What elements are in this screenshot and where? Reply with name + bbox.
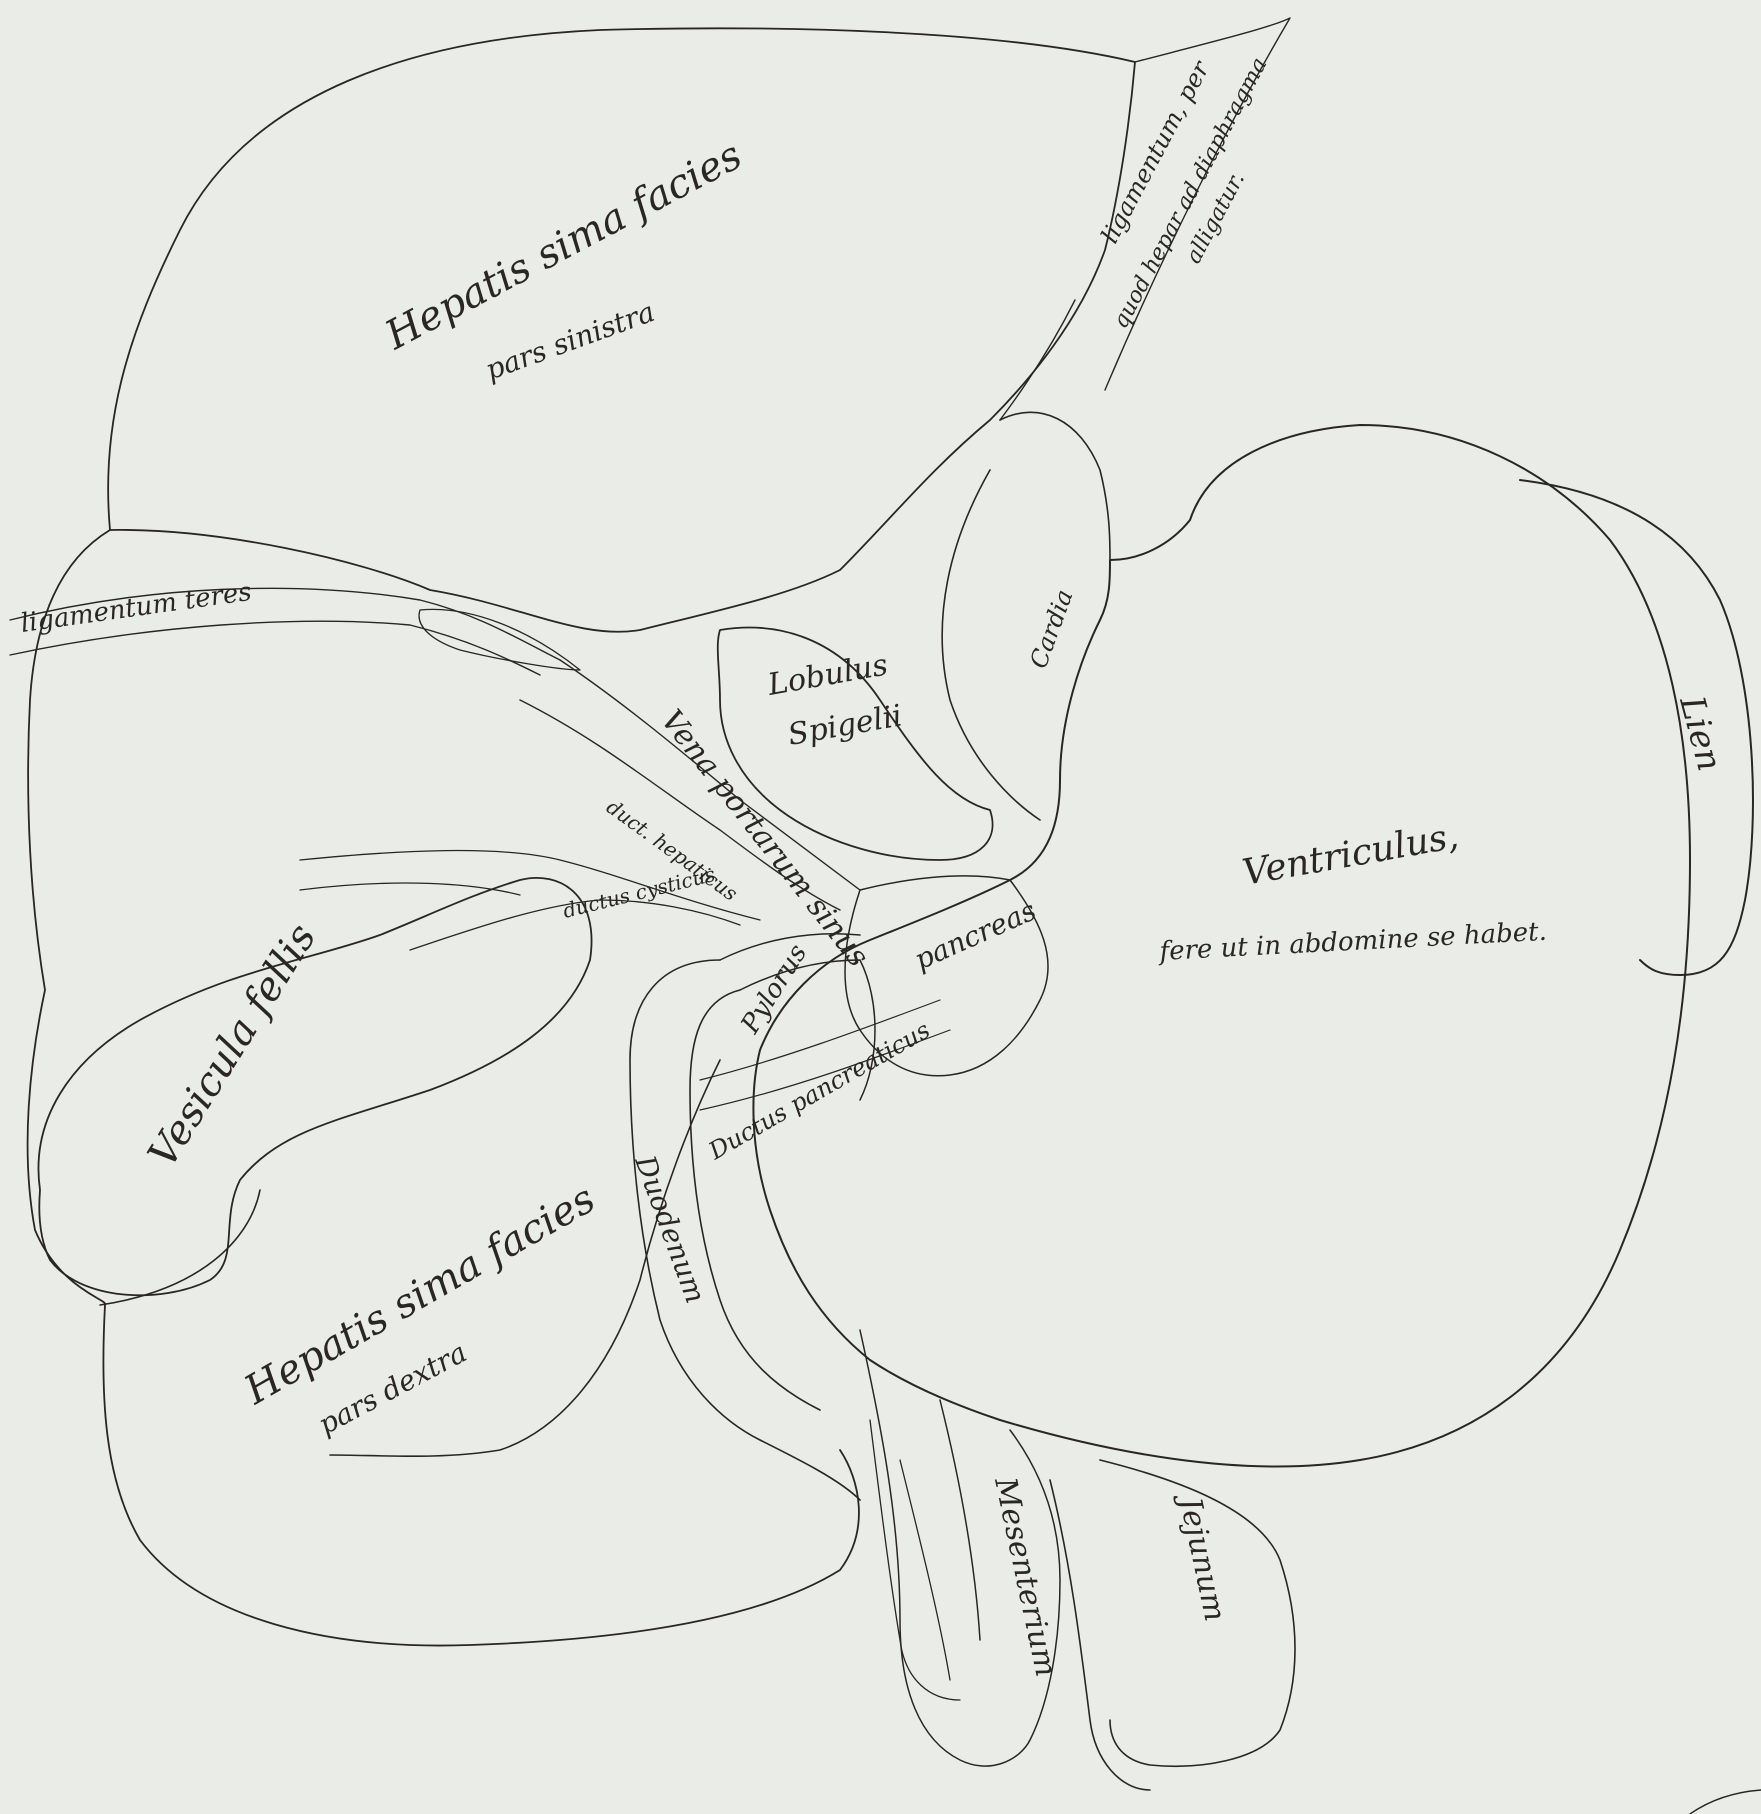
label-duodenum: Duodenum: [628, 1150, 712, 1307]
label-ductus-pancreaticus: Ductus pancreaticus: [703, 1016, 935, 1166]
mesentery-left-outline: [870, 1420, 960, 1700]
label-lien: Lien: [1671, 691, 1729, 775]
jejunum-outline: [1050, 1460, 1295, 1790]
label-spigelii: Spigelii: [785, 698, 904, 752]
esophagus-outline: [942, 412, 1110, 820]
label-pancreas: pancreas: [909, 894, 1041, 977]
liver-right-lobe-outline: [28, 530, 859, 1646]
label-ventriculus-sub: fere ut in abdomine se habet.: [1157, 917, 1548, 967]
label-ductus-cysticus: ductus cysticus: [560, 862, 717, 923]
corner-arc: [1690, 1790, 1761, 1814]
label-jejunum: Jejunum: [1171, 1489, 1233, 1625]
label-cardia: Cardia: [1024, 586, 1078, 672]
label-lobulus: Lobulus: [764, 647, 890, 703]
label-hepar-sinistra-2: pars sinistra: [481, 295, 659, 387]
label-ventriculus: Ventriculus,: [1239, 816, 1461, 894]
label-pylorus: Pylorus: [735, 939, 813, 1039]
label-vena-portarum: Vena portarum sinus: [654, 703, 876, 973]
label-mesenterium: Mesenterium: [987, 1473, 1064, 1679]
fissure-outline: [419, 609, 580, 670]
label-ligamentum-teres: ligamentum teres: [19, 577, 254, 639]
